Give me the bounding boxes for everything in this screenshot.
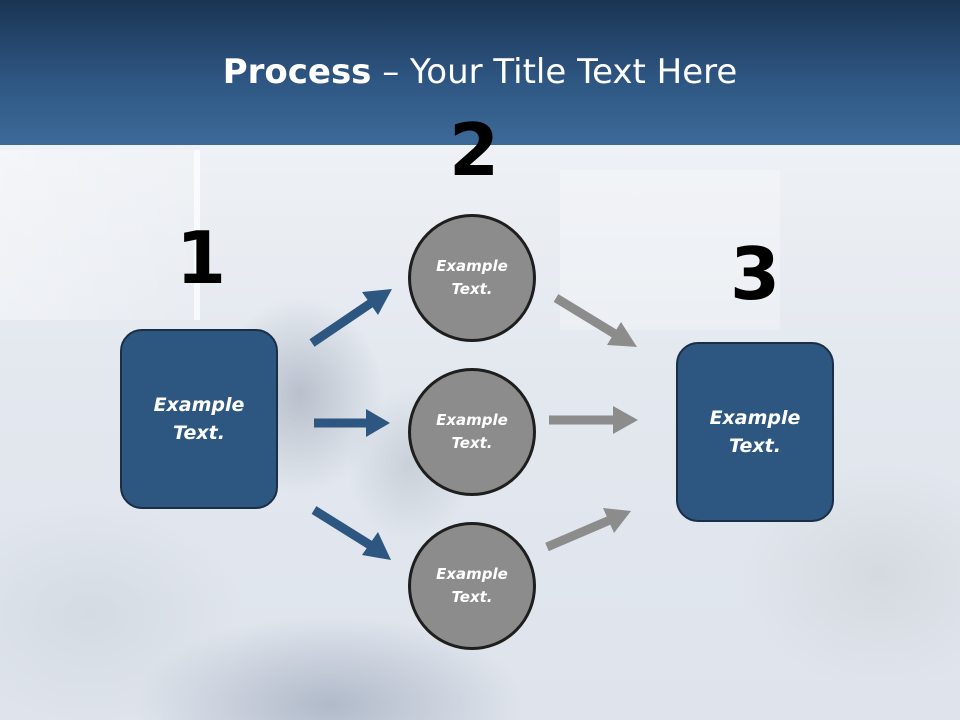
step-number-3: 3 bbox=[730, 232, 781, 316]
circle-bottom-text: Example Text. bbox=[436, 564, 508, 606]
arrow-to-circle-bottom bbox=[311, 506, 391, 560]
header-band bbox=[0, 0, 960, 145]
circle-bottom[interactable]: Example Text. bbox=[408, 522, 536, 650]
arrow-from-circle-middle bbox=[549, 406, 638, 434]
circle-middle[interactable]: Example Text. bbox=[408, 368, 536, 496]
slide-title[interactable]: Process – Your Title Text Here bbox=[0, 52, 960, 92]
background-window bbox=[0, 150, 200, 320]
left-box-text: Example Text. bbox=[153, 393, 245, 445]
left-box[interactable]: Example Text. bbox=[120, 329, 278, 509]
circle-top-text: Example Text. bbox=[436, 256, 508, 298]
title-bold-part: Process bbox=[222, 52, 372, 92]
title-rest-part: – Your Title Text Here bbox=[371, 52, 738, 92]
circle-top[interactable]: Example Text. bbox=[408, 214, 536, 342]
arrow-to-circle-middle bbox=[314, 409, 390, 437]
step-number-1: 1 bbox=[176, 216, 227, 300]
step-number-2: 2 bbox=[449, 108, 500, 192]
arrow-to-circle-top bbox=[309, 289, 392, 347]
arrow-from-circle-top bbox=[553, 294, 637, 347]
right-box-text: Example Text. bbox=[709, 406, 801, 458]
background-window-right bbox=[560, 170, 780, 330]
right-box[interactable]: Example Text. bbox=[676, 342, 834, 522]
circle-middle-text: Example Text. bbox=[436, 410, 508, 452]
arrow-from-circle-bottom bbox=[545, 508, 631, 552]
